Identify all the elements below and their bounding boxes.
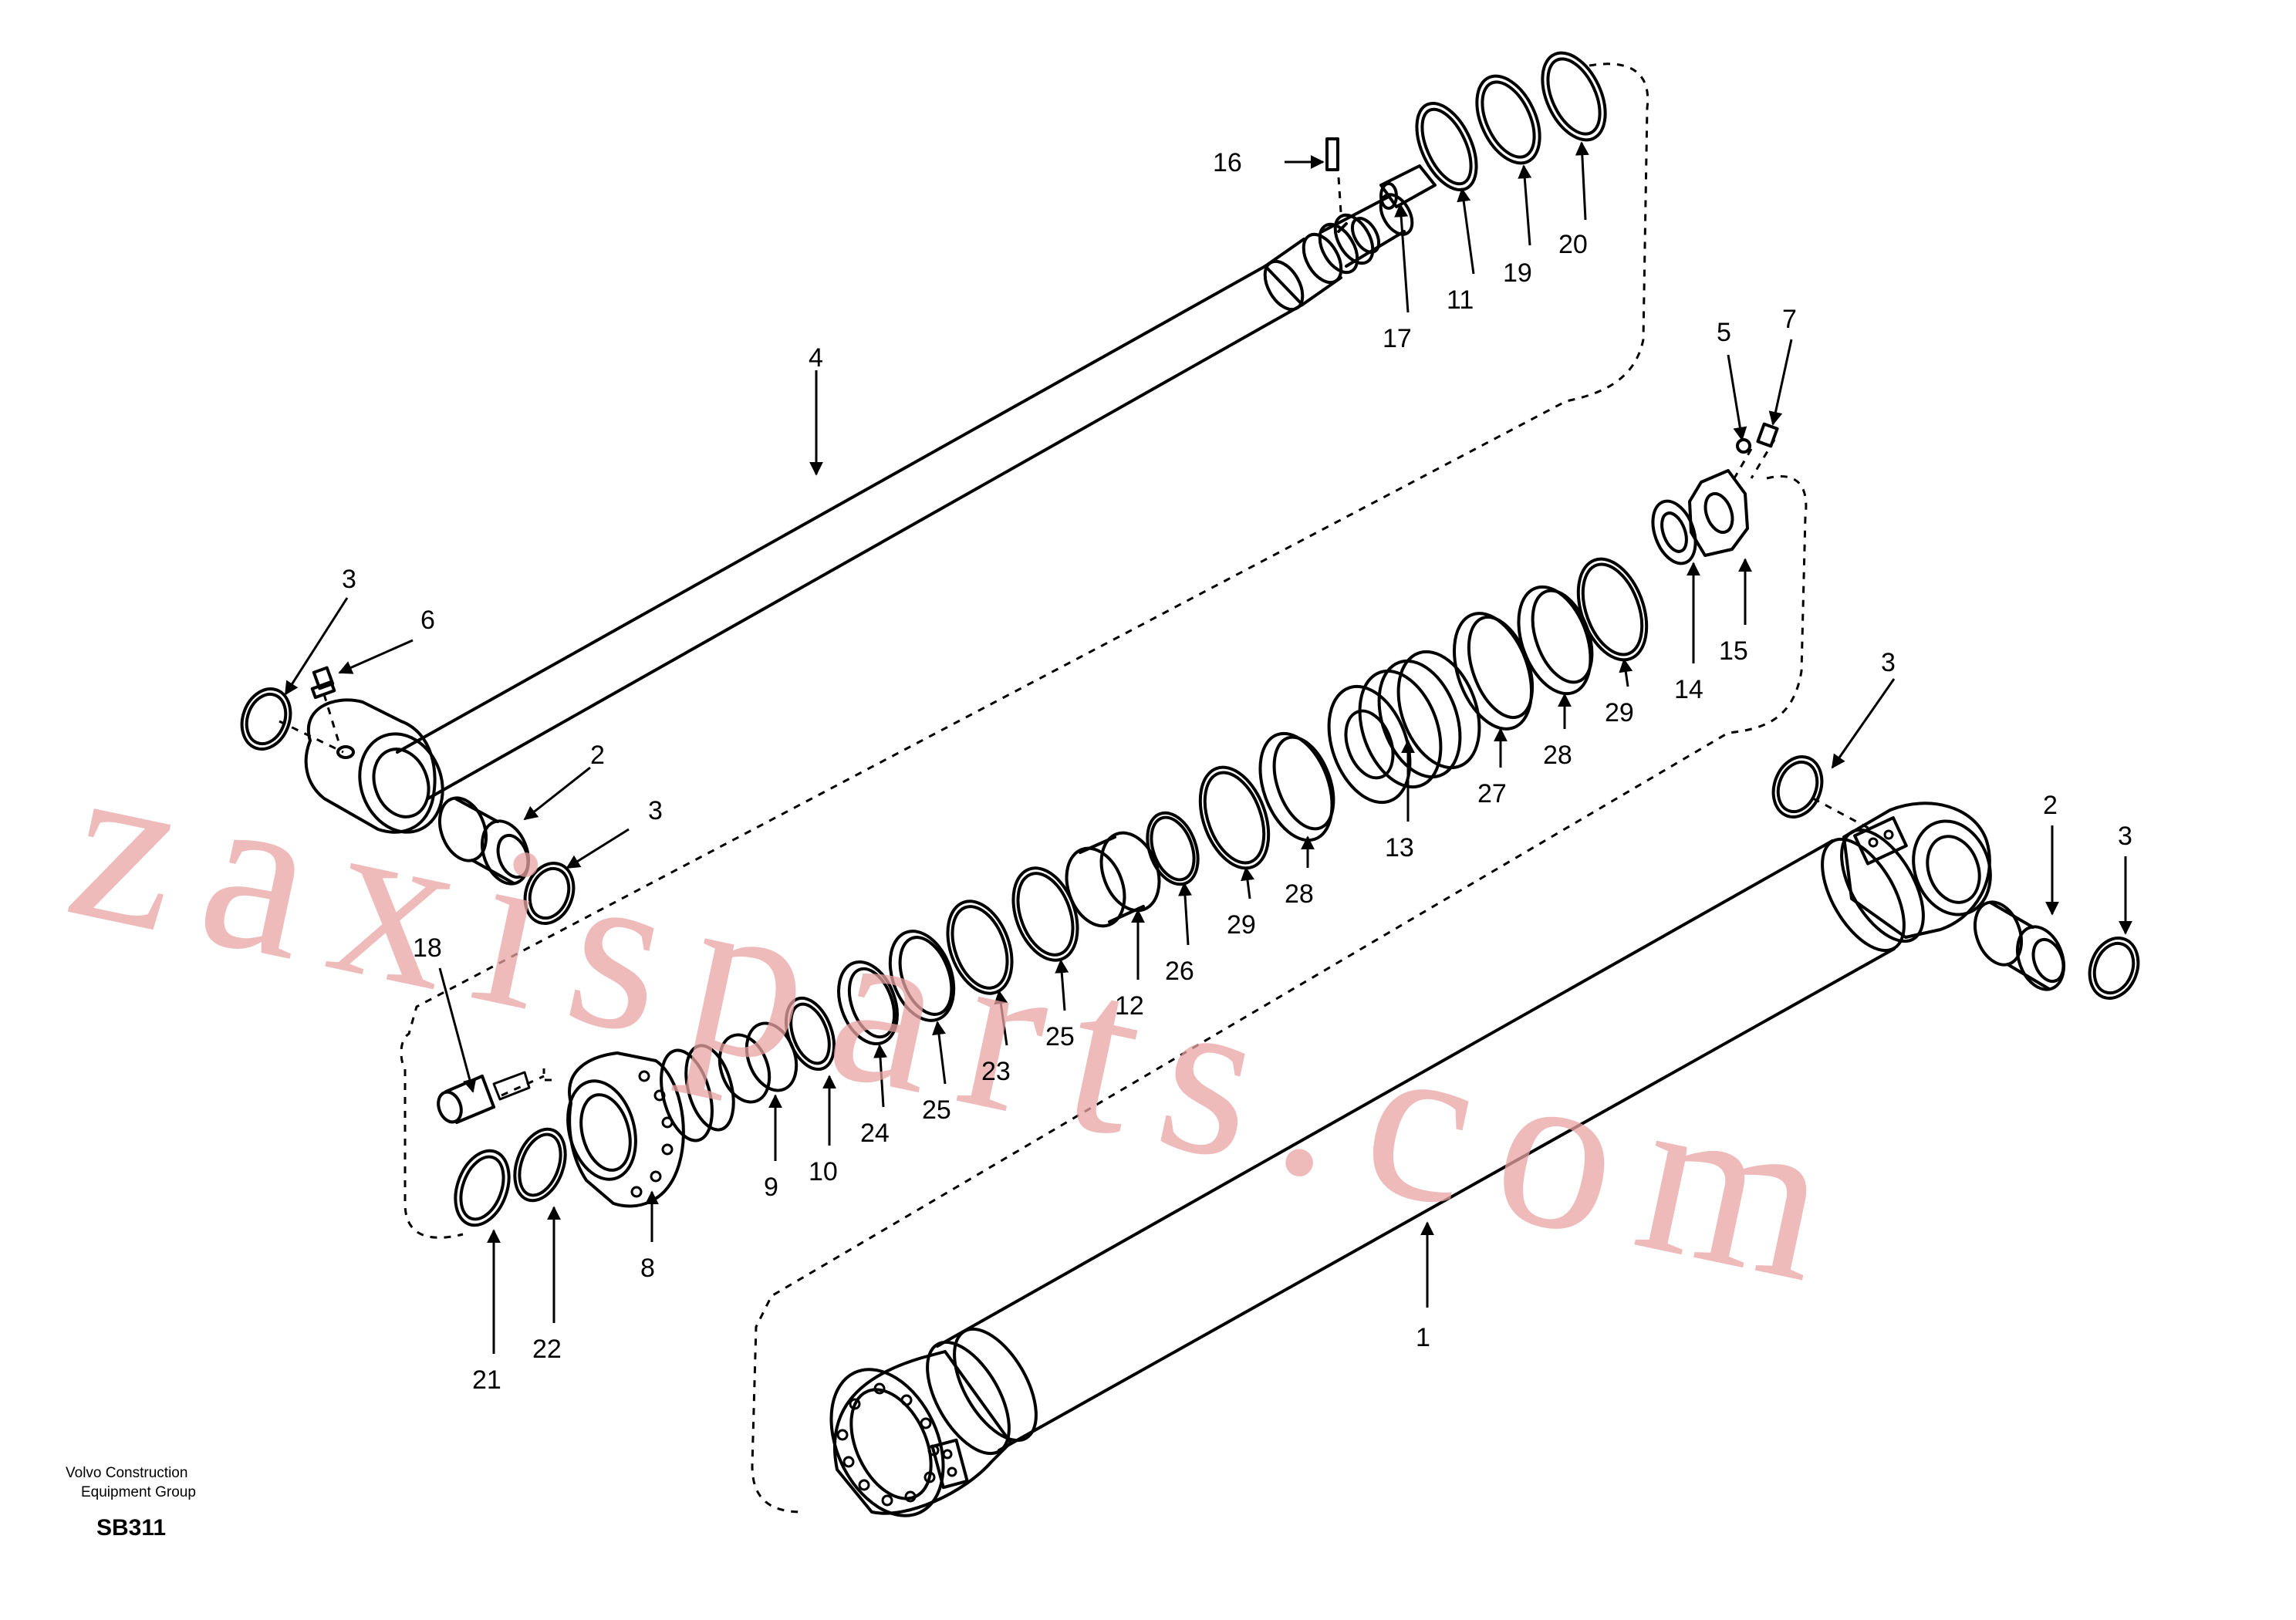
callout-1: 1 — [1416, 1323, 1430, 1352]
o-ring-26 — [1146, 811, 1200, 886]
buffer-ring-10 — [784, 996, 836, 1072]
callout-18: 18 — [413, 933, 442, 963]
assembly-path-lines — [279, 62, 1872, 1514]
callout-21: 21 — [472, 1365, 501, 1395]
leader-lines — [284, 141, 2132, 1354]
callout-12: 12 — [1115, 991, 1144, 1021]
callout-28-b: 28 — [1543, 741, 1572, 770]
watermark: zaxisparts.com — [51, 709, 1879, 1337]
callout-3-a: 3 — [342, 565, 356, 594]
bushing-bottom-end — [1974, 900, 2065, 991]
callout-9: 9 — [764, 1173, 778, 1202]
backup-ring-25a — [888, 930, 956, 1022]
footer-branding: Volvo Construction Equipment Group SB311 — [66, 1465, 196, 1541]
socket-bolt — [437, 1071, 531, 1124]
callout-24: 24 — [860, 1119, 890, 1148]
callout-5: 5 — [1717, 318, 1731, 347]
callout-27: 27 — [1477, 779, 1507, 808]
snap-ring-3 — [1771, 755, 1824, 818]
callout-23: 23 — [981, 1057, 1011, 1086]
rod-head — [566, 1044, 735, 1208]
callout-26: 26 — [1165, 957, 1194, 986]
wear-ring-28a — [1258, 731, 1335, 842]
seal-ring-19 — [1475, 74, 1541, 165]
callout-22: 22 — [532, 1335, 562, 1364]
callout-20: 20 — [1558, 230, 1588, 259]
grease-nipple — [310, 666, 336, 700]
dust-seal-21 — [454, 1149, 511, 1227]
cushion-collar — [1379, 164, 1437, 210]
backup-ring-29b — [1576, 557, 1649, 662]
snap-ring-22 — [513, 1127, 567, 1203]
callout-14: 14 — [1674, 675, 1703, 704]
brand-line-2: Equipment Group — [81, 1484, 196, 1500]
callout-2-rod-end: 2 — [590, 741, 605, 770]
callout-labels: 1 2 2 3 3 3 3 4 5 6 7 8 9 10 11 12 13 14… — [342, 148, 2132, 1395]
callout-10: 10 — [809, 1157, 838, 1186]
backup-ring-29a — [1198, 765, 1271, 870]
callout-6: 6 — [420, 606, 435, 635]
callout-28-a: 28 — [1285, 879, 1314, 909]
callout-29-b: 29 — [1605, 698, 1634, 727]
snap-ring-1 — [240, 687, 292, 751]
callout-8: 8 — [640, 1254, 655, 1283]
callout-16: 16 — [1213, 148, 1242, 177]
callout-13: 13 — [1385, 833, 1414, 862]
washer-14 — [1651, 499, 1697, 565]
callout-11: 11 — [1447, 285, 1474, 315]
piston-13 — [1327, 650, 1481, 805]
set-screw-7 — [1756, 422, 1779, 448]
spring-pin — [1325, 137, 1339, 171]
callout-3-b: 3 — [648, 796, 663, 825]
seal-ring-20 — [1541, 51, 1607, 142]
rod-seal-24 — [837, 960, 899, 1046]
diagram-code: SB311 — [96, 1515, 166, 1541]
piston-nut-15 — [1688, 469, 1749, 557]
callout-19: 19 — [1503, 258, 1532, 288]
callout-17: 17 — [1383, 324, 1412, 353]
callout-15: 15 — [1719, 636, 1748, 666]
piston-seal-27 — [1453, 612, 1535, 731]
callout-4: 4 — [809, 343, 823, 373]
callout-3-c: 3 — [1881, 648, 1896, 677]
callout-29-a: 29 — [1227, 910, 1256, 940]
snap-ring-2 — [523, 862, 576, 925]
steel-ball-5 — [1736, 438, 1751, 454]
callout-7: 7 — [1782, 305, 1797, 334]
bushing-rod-end — [438, 796, 530, 886]
callout-25-a: 25 — [1045, 1022, 1075, 1051]
callout-25-b: 25 — [922, 1095, 951, 1125]
tube-head-flange — [829, 1350, 1012, 1517]
tube-bottom-eye — [1842, 802, 1992, 939]
callout-2-bottom-end: 2 — [2043, 791, 2058, 820]
piston-rod — [396, 193, 1414, 800]
callout-3-d: 3 — [2118, 822, 2132, 851]
wear-ring-28b — [1517, 585, 1594, 696]
rod-eye — [304, 698, 444, 834]
brand-line-1: Volvo Construction — [66, 1465, 187, 1481]
snap-ring-4 — [2088, 937, 2140, 1000]
